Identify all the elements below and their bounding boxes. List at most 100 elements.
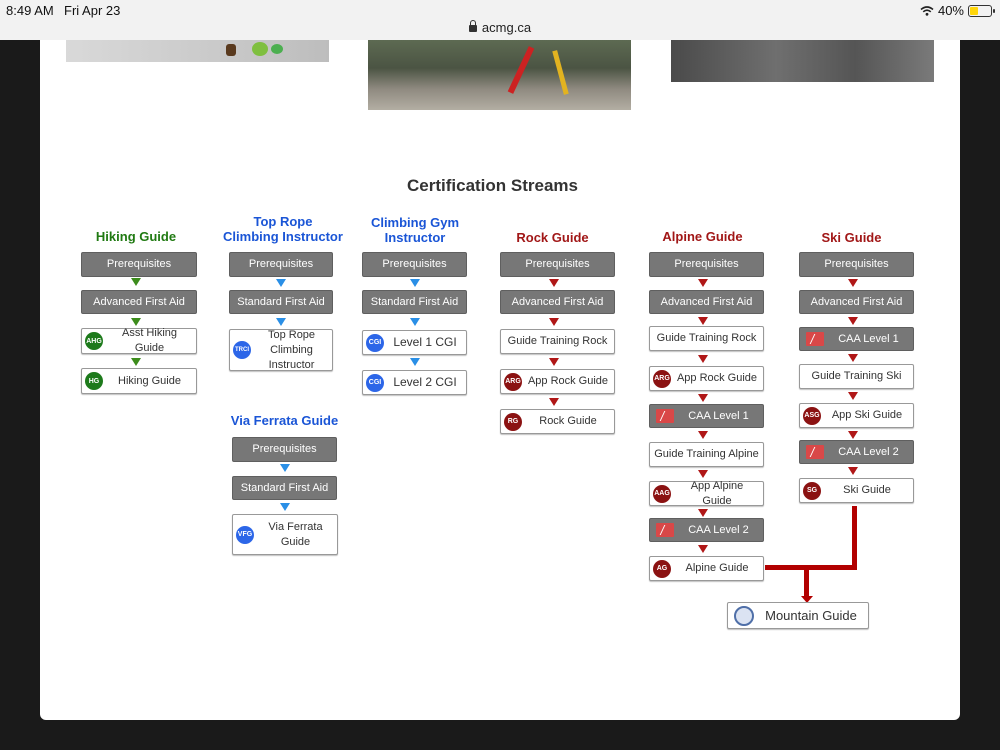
step-label: Guide Training Alpine: [654, 448, 759, 460]
step-label: Prerequisites: [824, 258, 889, 270]
arrow-icon: [698, 470, 708, 478]
via-ferrata-prerequisites[interactable]: Prerequisites: [232, 437, 337, 462]
acmg-emblem-icon: [734, 605, 754, 626]
arrow-icon: [131, 278, 141, 286]
lock-icon: [468, 20, 477, 32]
arrow-icon: [698, 279, 708, 287]
alpine-caa-level-2[interactable]: CAA Level 2: [649, 518, 764, 542]
step-label: Advanced First Aid: [511, 295, 604, 308]
title-line: Instructor: [384, 230, 446, 245]
photo-climbers-gear: [368, 40, 631, 110]
label-line: Top Rope: [267, 328, 316, 341]
arrow-icon: [549, 318, 559, 326]
label-line: Via Ferrata: [268, 520, 323, 533]
arrow-icon: [549, 358, 559, 366]
step-label: Guide Training Rock: [656, 332, 757, 344]
climbing-hold: [271, 44, 283, 54]
title-line: Top Rope: [253, 214, 313, 229]
status-bar: 8:49 AM Fri Apr 23 acmg.ca 40%: [0, 0, 1000, 40]
final-label: Mountain Guide: [765, 608, 857, 623]
badge-rg: RG: [504, 412, 522, 431]
arrow-icon: [848, 317, 858, 325]
step-label: App Alpine Guide: [690, 479, 744, 507]
arrow-icon: [131, 318, 141, 326]
arrow-icon: [131, 358, 141, 366]
via-ferrata-first-aid[interactable]: Standard First Aid: [232, 476, 337, 500]
rock-first-aid[interactable]: Advanced First Aid: [500, 290, 615, 314]
connector-line: [804, 565, 809, 597]
step-label: Prerequisites: [106, 258, 172, 270]
asst-hiking-guide[interactable]: AHG Asst Hiking Guide: [81, 327, 197, 354]
badge-cgi: CGI: [366, 333, 384, 352]
title-line: Climbing Gym: [370, 215, 460, 230]
rock-guide-training[interactable]: Guide Training Rock: [500, 329, 615, 354]
top-rope-prerequisites[interactable]: Prerequisites: [229, 252, 333, 277]
badge-ahg: AHG: [85, 332, 103, 350]
step-label: Ski Guide: [843, 484, 891, 496]
mountain-guide[interactable]: Mountain Guide: [727, 602, 869, 629]
rock-prerequisites[interactable]: Prerequisites: [500, 252, 615, 277]
top-rope-first-aid[interactable]: Standard First Aid: [229, 290, 333, 314]
ski-caa-level-2[interactable]: CAA Level 2: [799, 440, 914, 464]
step-label: Rock Guide: [539, 415, 597, 427]
arrow-icon: [410, 318, 420, 326]
label-line: Climbing Instructor: [268, 343, 315, 371]
arrow-icon: [848, 431, 858, 439]
ski-prerequisites[interactable]: Prerequisites: [799, 252, 914, 277]
battery-percent: 40%: [937, 3, 964, 18]
step-label: Standard First Aid: [237, 295, 325, 308]
step-label: Advanced First Aid: [810, 295, 903, 308]
photo-climbing-wall: [66, 40, 329, 62]
rope: [552, 50, 569, 95]
arrow-icon: [276, 279, 286, 287]
hiking-prerequisites[interactable]: Prerequisites: [81, 252, 197, 277]
rock-guide[interactable]: RG Rock Guide: [500, 409, 615, 434]
arrow-icon: [848, 467, 858, 475]
ski-caa-level-1[interactable]: CAA Level 1: [799, 327, 914, 351]
gym-prerequisites[interactable]: Prerequisites: [362, 252, 467, 277]
via-ferrata-title: Via Ferrata Guide: [230, 413, 339, 428]
address-bar[interactable]: acmg.ca: [0, 20, 1000, 35]
hiking-first-aid[interactable]: Advanced First Aid: [81, 290, 197, 314]
label-line: Guide: [280, 535, 311, 548]
step-label: Prerequisites: [525, 258, 590, 270]
hiking-guide-title: Hiking Guide: [95, 229, 177, 244]
badge-hg: HG: [85, 372, 103, 390]
ski-first-aid[interactable]: Advanced First Aid: [799, 290, 914, 314]
alpine-caa-level-1[interactable]: CAA Level 1: [649, 404, 764, 428]
step-label: Asst Hiking Guide: [121, 327, 178, 354]
alpine-prerequisites[interactable]: Prerequisites: [649, 252, 764, 277]
badge-cgi: CGI: [366, 373, 384, 392]
gym-first-aid[interactable]: Standard First Aid: [362, 290, 467, 314]
alpine-guide-training-rock[interactable]: Guide Training Rock: [649, 326, 764, 351]
step-label: CAA Level 1: [838, 332, 899, 345]
arrow-icon: [848, 392, 858, 400]
step-label: CAA Level 2: [838, 445, 899, 458]
alpine-first-aid[interactable]: Advanced First Aid: [649, 290, 764, 314]
arrow-icon: [698, 317, 708, 325]
step-label: App Rock Guide: [527, 375, 609, 387]
caa-flag-icon: [806, 332, 824, 346]
step-label: Prerequisites: [382, 258, 447, 270]
status-date: Fri Apr 23: [64, 3, 121, 18]
battery-level: [970, 6, 978, 15]
alpine-guide-training-alpine[interactable]: Guide Training Alpine: [649, 442, 764, 467]
photo-rock-face: [671, 40, 934, 82]
caa-flag-icon: [806, 445, 824, 459]
step-label: Prerequisites: [248, 258, 314, 270]
ski-guide-training[interactable]: Guide Training Ski: [799, 364, 914, 389]
arrow-icon: [848, 354, 858, 362]
arrow-icon: [698, 545, 708, 553]
